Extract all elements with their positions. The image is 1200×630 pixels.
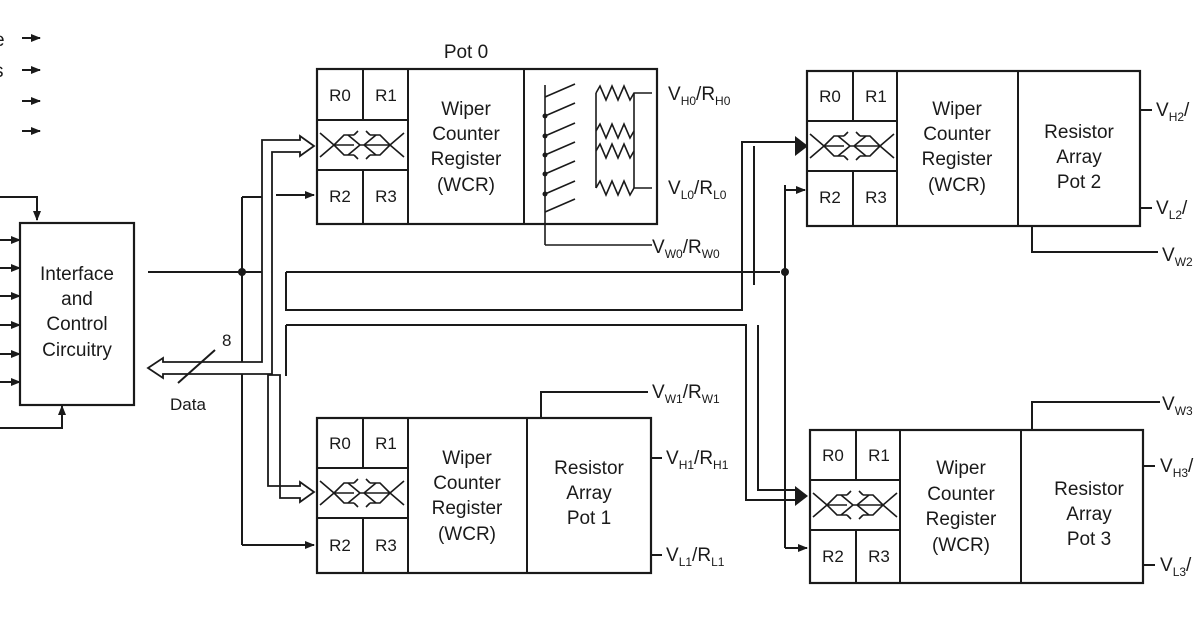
pin-vw3: VW3 (1162, 394, 1193, 418)
pot3-wcr-4: (WCR) (932, 535, 990, 556)
interface-line-3: Control (46, 314, 107, 335)
pot3-r2: R2 (822, 547, 844, 566)
pin-vl3: VL3/ (1160, 555, 1192, 579)
pot1-wcr-4: (WCR) (438, 524, 496, 545)
pot2-r1: R1 (865, 87, 887, 106)
interface-line-4: Circuitry (42, 340, 112, 361)
pin-vl2: VL2/ (1156, 198, 1188, 222)
pot3-res-2: Array (1066, 504, 1112, 525)
pot1-wcr-2: Counter (433, 473, 501, 494)
pot0-wcr-2: Counter (432, 124, 500, 145)
pot2-r2: R2 (819, 188, 841, 207)
pot1-block: R0 R1 R2 R3 Wiper Counter Register (WCR)… (315, 382, 729, 575)
pot2-res-2: Array (1056, 147, 1102, 168)
pin-vw0: VW0/RW0 (652, 237, 720, 261)
pot0-r0: R0 (329, 86, 351, 105)
left-edge-glyph-2: s (0, 61, 4, 82)
pot3-block: R0 R1 R2 R3 Wiper Counter Register (WCR)… (808, 394, 1194, 585)
pot2-r0: R0 (819, 87, 841, 106)
pot3-res-1: Resistor (1054, 479, 1124, 500)
pin-vl1: VL1/RL1 (666, 545, 725, 569)
pin-vw1: VW1/RW1 (652, 382, 720, 406)
pot1-res-2: Array (566, 483, 612, 504)
pot3-res-3: Pot 3 (1067, 529, 1111, 550)
interface-line-2: and (61, 289, 93, 310)
bus-width-label: 8 (222, 331, 231, 350)
pot3-wcr-3: Register (926, 509, 997, 530)
pot0-resistor-ladder (542, 83, 652, 246)
data-bus-label: Data (170, 395, 206, 414)
pot0-title: Pot 0 (444, 42, 488, 63)
pot1-r3: R3 (375, 536, 397, 555)
pin-vh2: VH2/ (1156, 100, 1190, 124)
interface-control-block: Interface and Control Circuitry (18, 221, 136, 407)
pot0-wcr-1: Wiper (441, 99, 491, 120)
pot1-r2: R2 (329, 536, 351, 555)
pot1-wcr-1: Wiper (442, 448, 492, 469)
pot2-res-3: Pot 2 (1057, 172, 1101, 193)
left-edge-signals: e s (0, 30, 66, 429)
pin-vh3: VH3/ (1160, 456, 1194, 480)
pin-vh1: VH1/RH1 (666, 448, 729, 472)
pot0-block: Pot 0 R0 R1 R2 R3 Wiper Counter Register… (315, 42, 731, 261)
pot1-res-3: Pot 1 (567, 508, 611, 529)
pot3-r0: R0 (822, 446, 844, 465)
pot3-r3: R3 (868, 547, 890, 566)
pot1-res-1: Resistor (554, 458, 624, 479)
pot0-wcr-3: Register (431, 149, 502, 170)
pin-vh0: VH0/RH0 (668, 84, 731, 108)
pot0-r1: R1 (375, 86, 397, 105)
pot2-wcr-2: Counter (923, 124, 991, 145)
pot2-block: R0 R1 R2 R3 Wiper Counter Register (WCR)… (805, 69, 1193, 269)
left-edge-glyph-1: e (0, 30, 5, 51)
pot1-r0: R0 (329, 434, 351, 453)
pin-vl0: VL0/RL0 (668, 178, 727, 202)
pin-vw2: VW2 (1162, 245, 1193, 269)
pot3-wcr-1: Wiper (936, 458, 986, 479)
pot2-res-1: Resistor (1044, 122, 1114, 143)
pot2-wcr-1: Wiper (932, 99, 982, 120)
pot2-wcr-4: (WCR) (928, 175, 986, 196)
pot3-wcr-2: Counter (927, 484, 995, 505)
pot0-r3: R3 (375, 187, 397, 206)
pot0-r2: R2 (329, 187, 351, 206)
pot1-r1: R1 (375, 434, 397, 453)
interface-line-1: Interface (40, 264, 114, 285)
pot2-r3: R3 (865, 188, 887, 207)
bus-wiring: 8 Data (146, 134, 808, 552)
pot3-r1: R1 (868, 446, 890, 465)
pot2-wcr-3: Register (922, 149, 993, 170)
pot0-wcr-4: (WCR) (437, 175, 495, 196)
pot1-wcr-3: Register (432, 498, 503, 519)
